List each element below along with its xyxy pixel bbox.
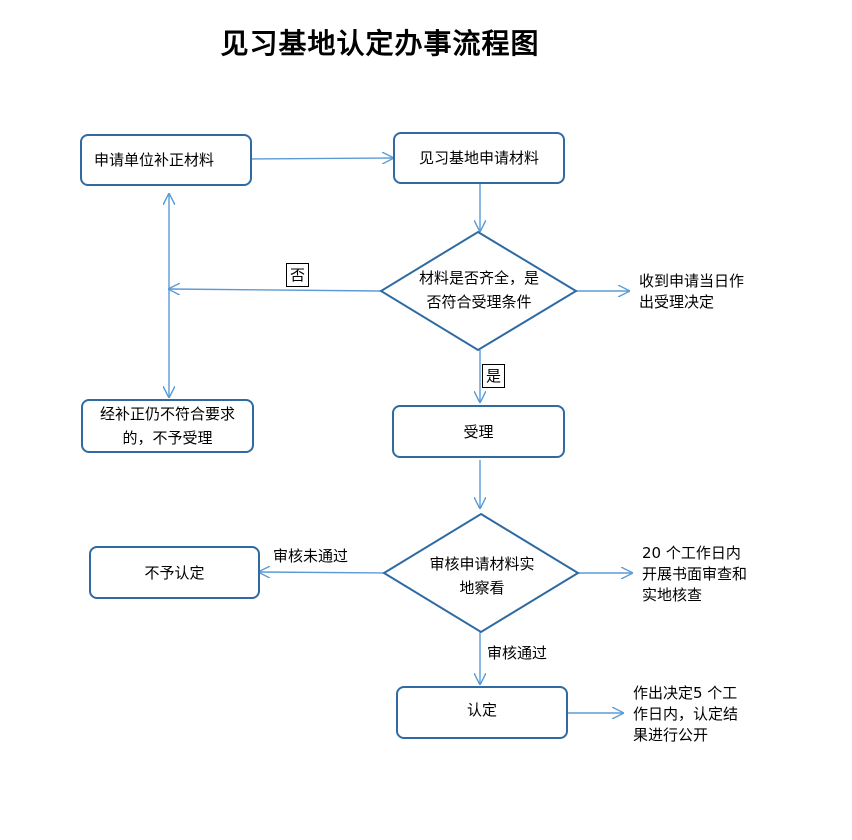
box-recognized: 认定 bbox=[396, 686, 568, 739]
label-review-failed: 审核未通过 bbox=[273, 547, 349, 565]
label-review-passed: 审核通过 bbox=[487, 644, 548, 662]
box-accept-label: 受理 bbox=[463, 422, 494, 441]
box-rejected-after-supplement: 经补正仍不符合要求的，不予受理 bbox=[81, 399, 254, 453]
note-same-day-decision: 收到申请当日作出受理决定 bbox=[639, 272, 745, 311]
box-accept: 受理 bbox=[392, 405, 565, 458]
label-no: 否 bbox=[286, 263, 310, 287]
decision-diamond-complete bbox=[379, 230, 578, 352]
page-title: 见习基地认定办事流程图 bbox=[220, 27, 540, 60]
box-application-materials-label: 见习基地申请材料 bbox=[418, 149, 539, 167]
arrow-supplement-to-apply bbox=[251, 158, 393, 159]
arrow-check-no bbox=[169, 289, 382, 291]
note-twenty-working-days: 20 个工作日内开展书面审查和实地核查 bbox=[642, 544, 748, 604]
label-yes: 是 bbox=[482, 364, 506, 388]
decision-diamond-review bbox=[382, 512, 580, 634]
box-rejected-after-supplement-label: 经补正仍不符合要求的，不予受理 bbox=[99, 405, 235, 447]
note-five-working-days: 作出决定5 个工作日内，认定结果进行公开 bbox=[633, 684, 739, 744]
box-supplement-materials-label: 申请单位补正材料 bbox=[94, 151, 215, 169]
decision-complete-text: 材料是否齐全，是否符合受理条件 bbox=[418, 269, 539, 311]
box-application-materials: 见习基地申请材料 bbox=[393, 132, 565, 184]
decision-review-text: 审核申请材料实地察看 bbox=[429, 555, 535, 597]
arrow-review-failed bbox=[259, 572, 385, 573]
box-supplement-materials: 申请单位补正材料 bbox=[80, 134, 252, 186]
box-recognized-label: 认定 bbox=[466, 701, 497, 719]
box-not-recognized-label: 不予认定 bbox=[144, 563, 205, 582]
box-not-recognized: 不予认定 bbox=[89, 546, 260, 599]
